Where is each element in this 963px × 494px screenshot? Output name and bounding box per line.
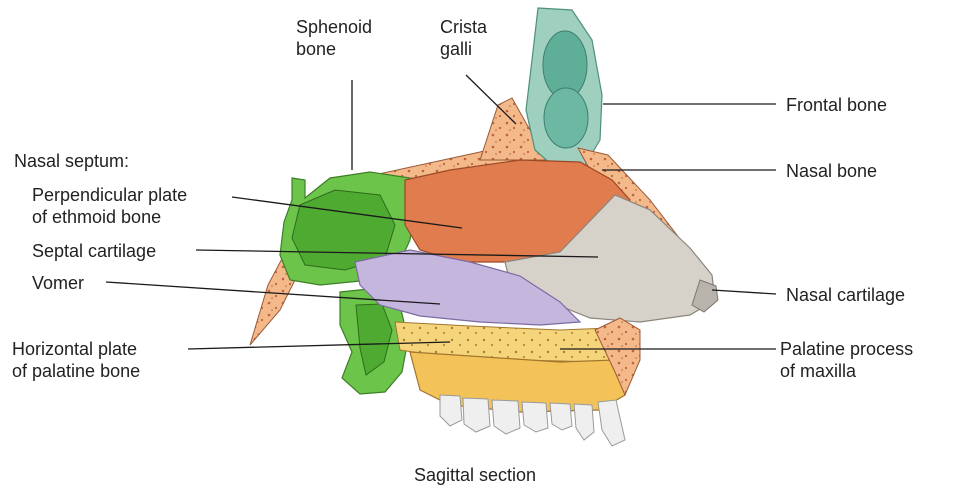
label-palatine-line1: Palatine process (780, 338, 913, 360)
label-nasal-septum-heading: Nasal septum: (14, 150, 129, 172)
label-perpendicular-line2: of ethmoid bone (32, 206, 187, 228)
label-horizontal-plate: Horizontal plate of palatine bone (12, 338, 140, 382)
label-vomer: Vomer (32, 272, 84, 294)
label-perpendicular-plate: Perpendicular plate of ethmoid bone (32, 184, 187, 228)
label-crista-line2: galli (440, 38, 487, 60)
leader-nasal-cartilage (712, 290, 776, 294)
figure-caption: Sagittal section (414, 464, 536, 486)
label-crista-line1: Crista (440, 16, 487, 38)
frontal-sinus-lower (544, 88, 588, 148)
label-sphenoid-line1: Sphenoid (296, 16, 372, 38)
label-sphenoid-line2: bone (296, 38, 372, 60)
label-perpendicular-line1: Perpendicular plate (32, 184, 187, 206)
label-palatine-process: Palatine process of maxilla (780, 338, 913, 382)
label-crista-galli: Crista galli (440, 16, 487, 60)
label-septal-cartilage: Septal cartilage (32, 240, 156, 262)
label-horizontal-line2: of palatine bone (12, 360, 140, 382)
label-horizontal-line1: Horizontal plate (12, 338, 140, 360)
label-nasal-bone: Nasal bone (786, 160, 877, 182)
label-palatine-line2: of maxilla (780, 360, 913, 382)
label-sphenoid-bone: Sphenoid bone (296, 16, 372, 60)
label-frontal-bone: Frontal bone (786, 94, 887, 116)
label-nasal-cartilage: Nasal cartilage (786, 284, 905, 306)
